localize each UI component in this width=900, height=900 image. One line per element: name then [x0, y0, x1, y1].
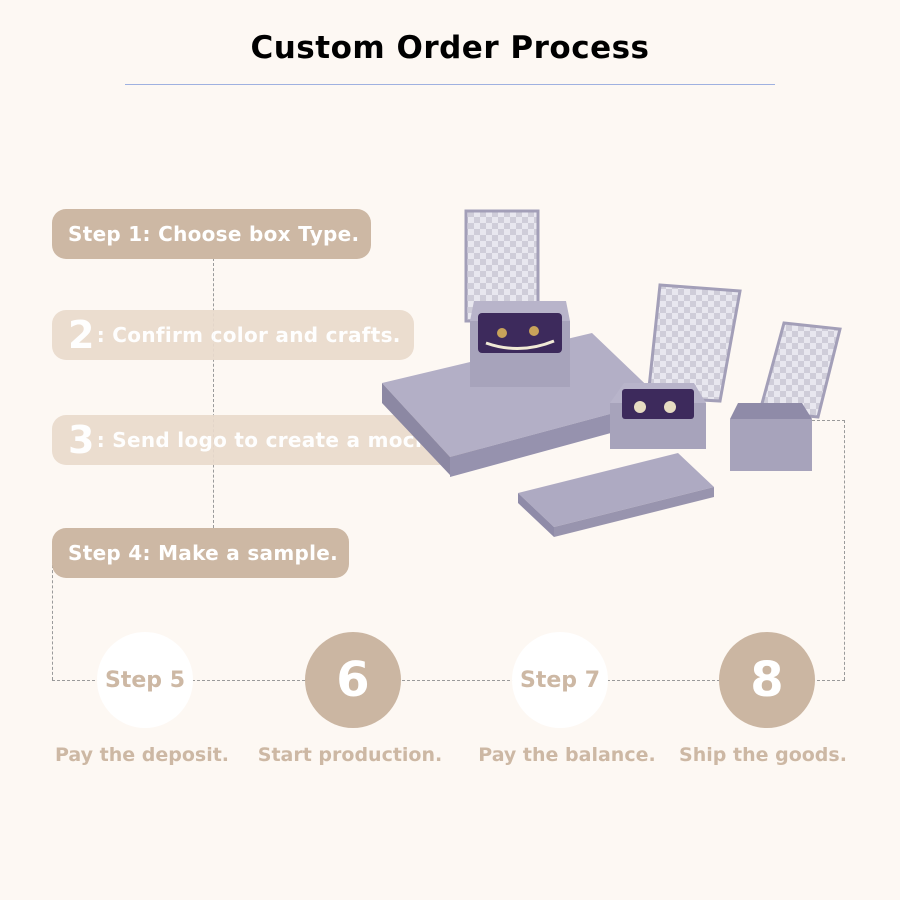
step-5-label: Step 5: [105, 667, 185, 693]
title-underline: [125, 84, 775, 85]
step-5-circle: Step 5: [97, 632, 193, 728]
left-loop-connector: [52, 565, 53, 680]
timeline-connector: [52, 680, 845, 681]
page-title: Custom Order Process: [250, 30, 650, 66]
step-1-text: Step 1: Choose box Type.: [68, 222, 360, 246]
step-6-caption: Start production.: [257, 744, 443, 766]
step-7-label: Step 7: [520, 667, 600, 693]
step-1-pill: Step 1: Choose box Type.: [52, 209, 371, 259]
step-3-number: 3: [68, 418, 95, 462]
step-8-label: 8: [750, 652, 784, 708]
step-2-number: 2: [68, 313, 95, 357]
jewelry-boxes-illustration: [382, 209, 842, 537]
step-2-pill: 2 : Confirm color and crafts.: [52, 310, 414, 360]
step-6-circle: 6: [305, 632, 401, 728]
step-7-caption: Pay the balance.: [478, 744, 656, 766]
step-8-caption: Ship the goods.: [679, 744, 847, 766]
step-6-label: 6: [336, 652, 370, 708]
step-5-caption: Pay the deposit.: [54, 744, 230, 766]
right-loop-connector: [844, 420, 845, 680]
step-4-text: Step 4: Make a sample.: [68, 541, 339, 565]
step-4-pill: Step 4: Make a sample.: [52, 528, 349, 578]
step-8-circle: 8: [719, 632, 815, 728]
right-top-connector: [812, 420, 845, 421]
step-2-text: : Confirm color and crafts.: [96, 323, 401, 347]
step-7-circle: Step 7: [512, 632, 608, 728]
vertical-connector: [213, 258, 214, 528]
